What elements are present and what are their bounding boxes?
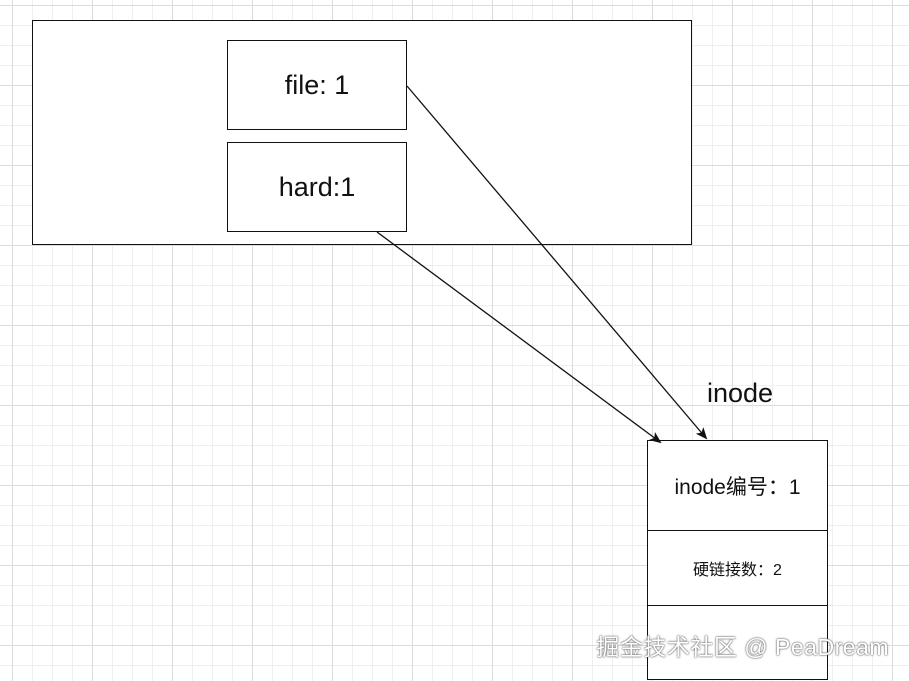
file-to-inode-arrow bbox=[406, 85, 708, 440]
file-entry: file: 1 bbox=[227, 40, 407, 130]
inode-number-row: inode编号：1 bbox=[648, 441, 827, 531]
inode-title: inode bbox=[707, 378, 774, 408]
hard-to-inode-arrow bbox=[376, 231, 662, 444]
hard-link-entry: hard:1 bbox=[227, 142, 407, 232]
inode-table: inode编号：1 硬链接数：2 bbox=[647, 440, 828, 680]
watermark: 掘金技术社区 @ PeaDream bbox=[596, 634, 889, 660]
hard-link-count-row: 硬链接数：2 bbox=[648, 531, 827, 606]
